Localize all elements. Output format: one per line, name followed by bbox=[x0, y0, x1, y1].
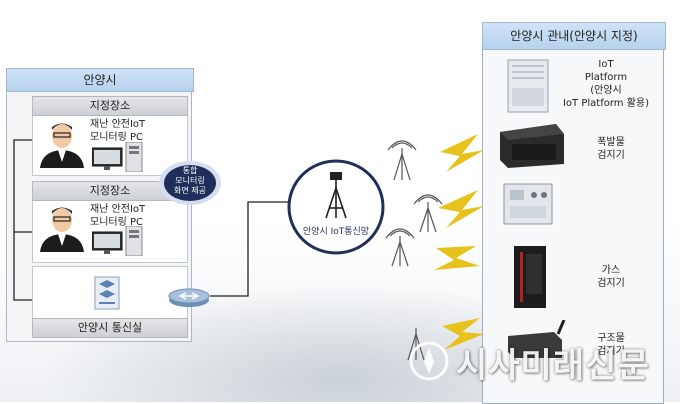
iot-platform-server-icon bbox=[507, 59, 549, 113]
structure-line-2: 검지기 bbox=[597, 346, 625, 357]
lightning-icon-2 bbox=[438, 190, 484, 228]
device-label-structure: 구조물 검지기 bbox=[576, 332, 646, 358]
tower-icon-3 bbox=[385, 228, 415, 267]
badge-text: 통합 모니터링 화면 제공 bbox=[158, 166, 222, 196]
pc-label-2a: 재난 안전IoT bbox=[90, 204, 146, 215]
badge-line-2: 모니터링 bbox=[175, 176, 205, 185]
badge-line-1: 통합 bbox=[182, 166, 198, 175]
platform-line-3: (안양시 bbox=[590, 85, 622, 96]
tower-icon-1 bbox=[387, 140, 417, 181]
router-icon bbox=[168, 288, 210, 307]
right-system-title: 안양시 관내(안양시 지정) bbox=[482, 22, 666, 50]
left-system-title: 안양시 bbox=[6, 68, 194, 92]
lightning-icon-1 bbox=[440, 134, 484, 172]
tower-icon-2 bbox=[413, 194, 443, 233]
monitoring-pc-icon-1 bbox=[92, 142, 143, 172]
watermark-logo-icon bbox=[409, 341, 449, 381]
lightning-icon-4 bbox=[442, 318, 484, 350]
structure-detector-icon bbox=[508, 320, 566, 358]
gas-detector-icon bbox=[514, 246, 546, 308]
server-icon bbox=[94, 276, 120, 310]
integrated-monitoring-badge bbox=[159, 161, 221, 205]
device-label-platform: IoT Platform (안양시 IoT Platform 활용) bbox=[556, 58, 656, 110]
badge-line-3: 화면 제공 bbox=[174, 186, 206, 195]
pc-label-1b: 모니터링 PC bbox=[90, 132, 143, 143]
monitoring-pc-icon-2 bbox=[92, 226, 143, 256]
operator-person-icon-2 bbox=[40, 207, 84, 252]
sensor-rack-icon bbox=[503, 183, 553, 225]
device-label-explosive: 폭발물 검지기 bbox=[576, 136, 646, 162]
lightning-icon-3 bbox=[434, 246, 480, 270]
gas-line-1: 가스 bbox=[601, 265, 621, 276]
platform-line-1: IoT bbox=[598, 59, 614, 70]
structure-line-1: 구조물 bbox=[597, 333, 625, 344]
platform-line-2: Platform bbox=[584, 72, 628, 83]
explosive-line-2: 검지기 bbox=[597, 150, 625, 161]
network-label: 안양시 IoT통신망 bbox=[302, 227, 370, 237]
operator-person-icon-1 bbox=[40, 123, 84, 168]
watermark-text: 시사미래신문 bbox=[456, 346, 650, 386]
device-label-gas: 가스 검지기 bbox=[576, 264, 646, 290]
left-bus-line bbox=[13, 139, 32, 301]
iot-network-node bbox=[287, 159, 385, 255]
router-to-network-line bbox=[210, 201, 290, 297]
platform-line-4: IoT Platform 활용) bbox=[562, 98, 649, 109]
pc-label-1a: 재난 안전IoT bbox=[90, 119, 146, 130]
comm-room-title: 안양시 통신실 bbox=[32, 318, 188, 338]
zone-title-1: 지정장소 bbox=[32, 96, 188, 116]
explosive-line-1: 폭발물 bbox=[597, 137, 625, 148]
towers-and-signals bbox=[385, 134, 484, 361]
zone-title-2: 지정장소 bbox=[32, 181, 188, 201]
gas-line-2: 검지기 bbox=[597, 278, 625, 289]
pc-label-2b: 모니터링 PC bbox=[90, 217, 143, 228]
explosive-detector-icon bbox=[500, 124, 564, 168]
